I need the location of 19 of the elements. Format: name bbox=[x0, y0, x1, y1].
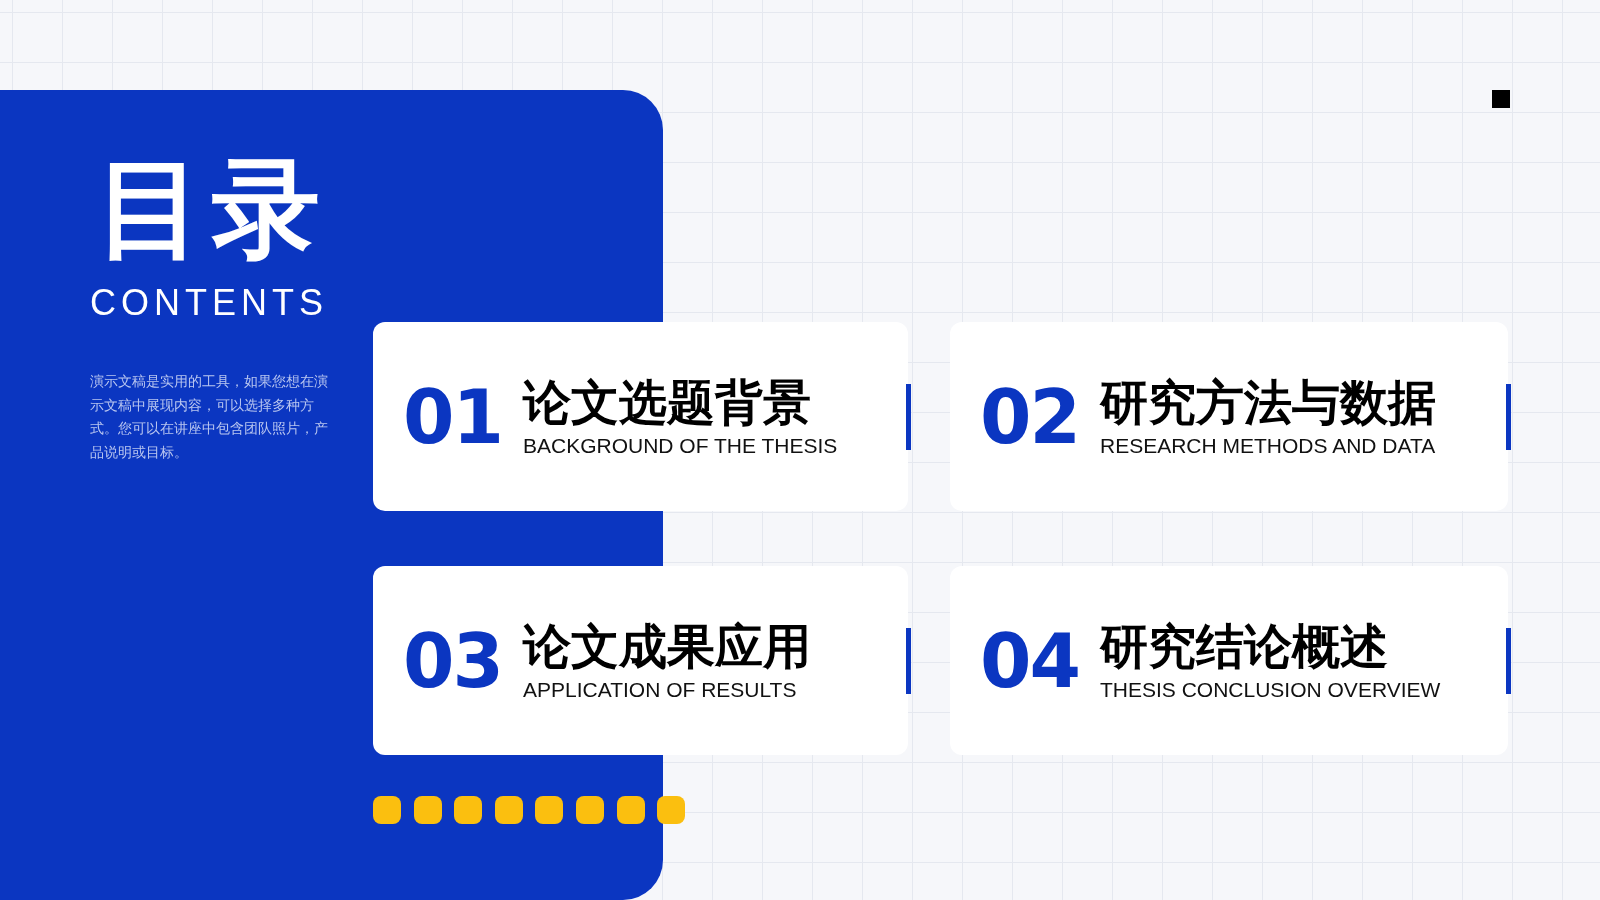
subheading: CONTENTS bbox=[90, 282, 328, 324]
heading: 目录 bbox=[96, 150, 328, 269]
content-card bbox=[950, 322, 1508, 511]
item-number: 01 bbox=[403, 373, 503, 460]
item-title: 论文选题背景 bbox=[523, 374, 812, 431]
item-subtitle: RESEARCH METHODS AND DATA bbox=[1100, 434, 1436, 459]
item-subtitle: THESIS CONCLUSION OVERVIEW bbox=[1100, 678, 1441, 703]
paragraph: 演示文稿是实用的工具，如果您想在演示文稿中展现内容，可以选择多种方式。您可以在讲座中包含团队照片，产品说明或目标。 bbox=[90, 372, 329, 462]
item-subtitle: BACKGROUND OF THE THESIS bbox=[523, 434, 838, 459]
item-title: 研究结论概述 bbox=[1100, 618, 1389, 675]
item-subtitle: APPLICATION OF RESULTS bbox=[523, 678, 798, 703]
item-title: 论文成果应用 bbox=[523, 618, 811, 675]
content-card bbox=[373, 322, 908, 511]
content-card bbox=[373, 566, 908, 755]
item-number: 04 bbox=[980, 617, 1080, 704]
content-card bbox=[950, 566, 1508, 755]
item-number: 03 bbox=[403, 617, 503, 704]
item-number: 02 bbox=[980, 373, 1080, 460]
item-title: 研究方法与数据 bbox=[1100, 374, 1436, 431]
